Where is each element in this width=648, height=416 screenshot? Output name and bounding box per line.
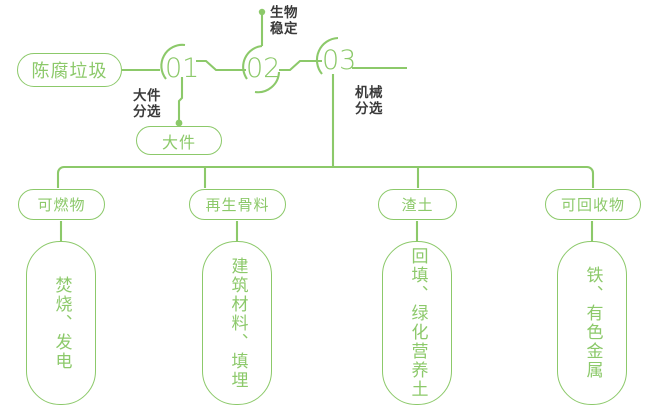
node-category-1[interactable]: 可燃物	[18, 189, 105, 220]
step-annotation-02: 生物 稳定	[270, 5, 298, 36]
node-category-1-label: 可燃物	[37, 197, 86, 214]
node-usage-2[interactable]: 建筑材料、填埋	[202, 241, 272, 405]
wire-step1-to-byproduct	[177, 77, 184, 122]
bus-corner-left	[56, 165, 65, 174]
wire-step1-to-step2	[196, 59, 246, 72]
node-usage-3-label: 回填、绿化营养土	[408, 247, 428, 399]
node-usage-1[interactable]: 焚烧、发电	[26, 241, 96, 405]
node-category-4[interactable]: 可回收物	[545, 189, 641, 220]
arc-step2-top	[242, 44, 263, 80]
dot-byproduct	[175, 119, 183, 127]
node-byproduct[interactable]: 大件	[136, 126, 222, 155]
node-usage-4-label: 铁、有色金属	[583, 266, 603, 380]
step-number-03: 03	[322, 45, 357, 76]
step-number-01: 01	[165, 53, 200, 84]
dot-step2-annotation	[258, 8, 266, 16]
node-byproduct-label: 大件	[161, 134, 196, 152]
node-usage-3[interactable]: 回填、绿化营养土	[382, 241, 452, 405]
bus-corner-right	[586, 165, 595, 174]
node-category-2[interactable]: 再生骨料	[189, 189, 286, 220]
arc-step3	[315, 36, 339, 75]
node-usage-4[interactable]: 铁、有色金属	[557, 241, 627, 405]
node-root-label: 陈腐垃圾	[31, 61, 108, 81]
node-usage-2-label: 建筑材料、填埋	[228, 256, 248, 390]
step-annotation-01: 大件 分选	[133, 88, 161, 119]
node-root[interactable]: 陈腐垃圾	[17, 53, 122, 87]
node-category-2-label: 再生骨料	[205, 197, 270, 214]
step-number-02: 02	[246, 53, 281, 84]
arc-step2-bottom	[254, 71, 281, 94]
node-category-3[interactable]: 渣土	[378, 189, 457, 220]
node-category-3-label: 渣土	[401, 197, 434, 214]
node-usage-1-label: 焚烧、发电	[52, 275, 72, 371]
step-annotation-03: 机械 分选	[355, 85, 383, 116]
wire-step2-to-step3	[279, 59, 322, 72]
arc-step1	[160, 43, 186, 80]
node-category-4-label: 可回收物	[560, 197, 625, 214]
